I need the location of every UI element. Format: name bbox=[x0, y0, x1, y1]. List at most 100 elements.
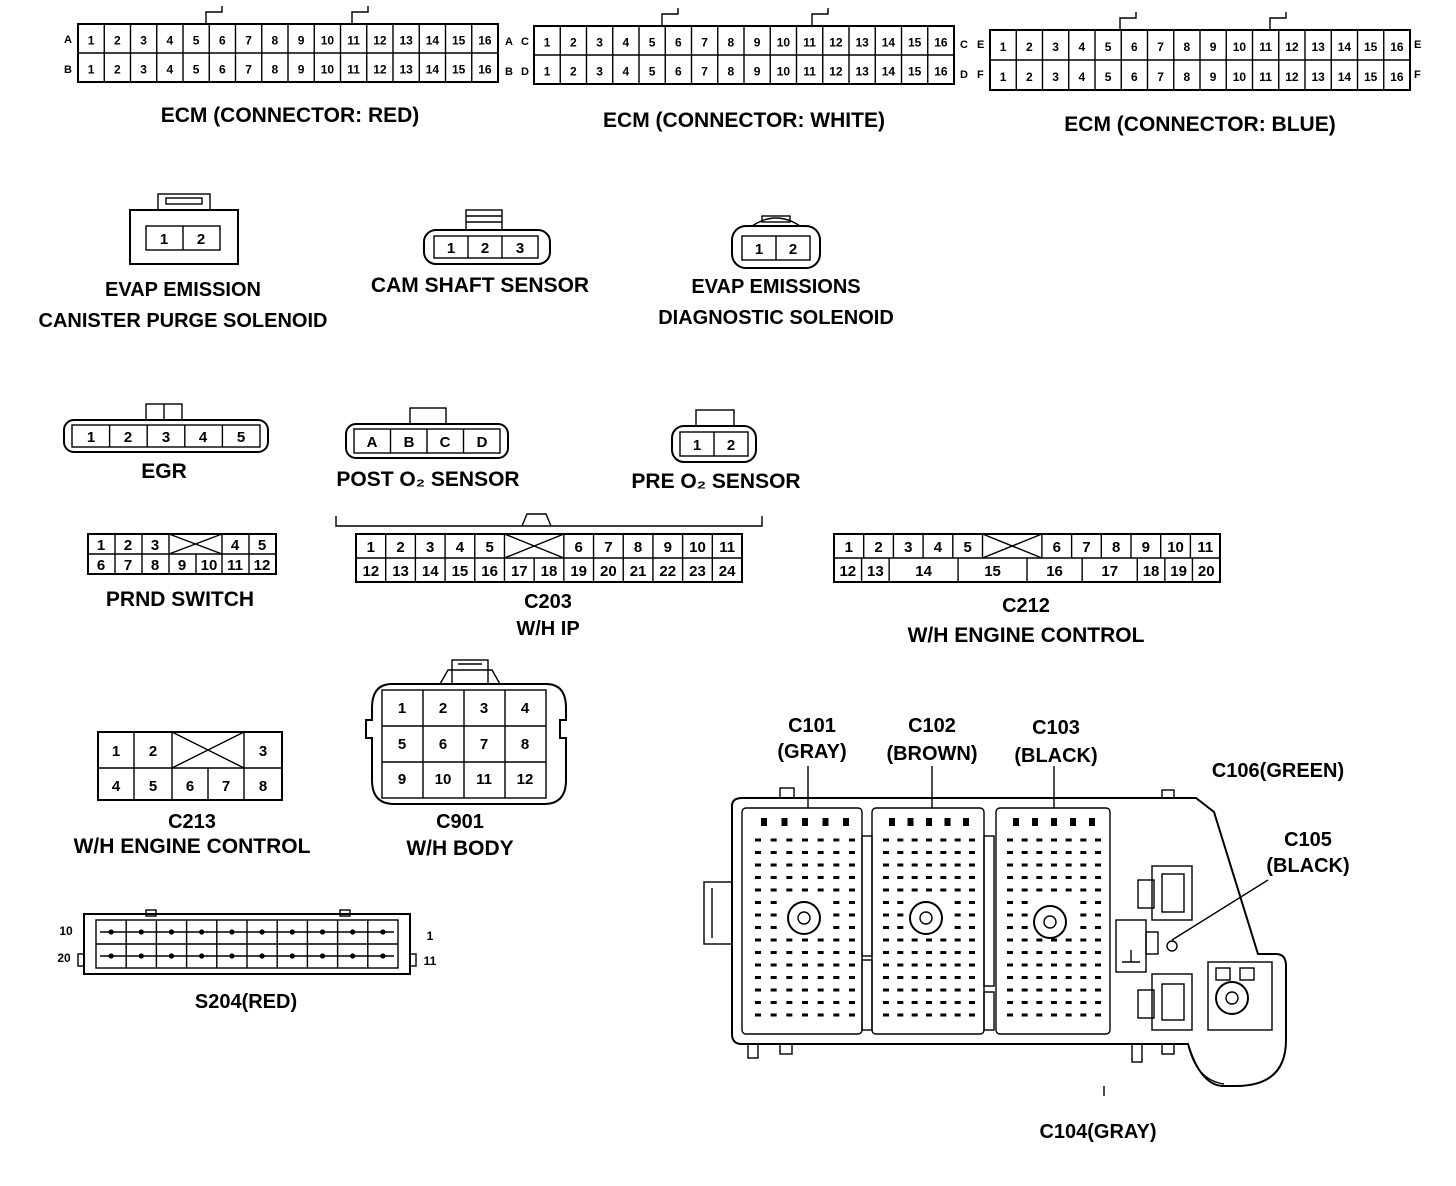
s204-terminal bbox=[259, 953, 265, 959]
c203-pin: 4 bbox=[456, 539, 465, 556]
prnd-pin: 7 bbox=[124, 557, 132, 574]
s204-caption: S204(RED) bbox=[195, 991, 297, 1013]
junction-terminal bbox=[954, 963, 961, 967]
junction-terminal bbox=[883, 901, 889, 904]
junction-terminal bbox=[1036, 988, 1043, 992]
junction-terminal bbox=[897, 888, 904, 892]
junction-terminal bbox=[770, 1013, 777, 1017]
junction-terminal bbox=[802, 818, 808, 826]
junction-terminal bbox=[786, 1013, 793, 1017]
junction-block: C101 (GRAY) C102 (BROWN) C103 (BLACK) C1… bbox=[703, 715, 1350, 1143]
ecm-pin: 14 bbox=[882, 64, 896, 78]
c102-caption-line2: (BROWN) bbox=[886, 743, 977, 765]
junction-terminal bbox=[1080, 901, 1087, 904]
junction-terminal bbox=[1095, 863, 1101, 867]
junction-terminal bbox=[770, 913, 777, 917]
ecm-pin: 2 bbox=[114, 33, 121, 47]
evap-diag-caption-line2: DIAGNOSTIC SOLENOID bbox=[658, 307, 894, 329]
junction-terminal bbox=[770, 976, 777, 979]
junction-terminal bbox=[833, 988, 840, 992]
ecm-pin: 1 bbox=[88, 62, 95, 76]
c901-pin: 8 bbox=[521, 736, 529, 753]
junction-terminal bbox=[770, 963, 777, 967]
junction-terminal bbox=[897, 913, 904, 917]
junction-terminal bbox=[897, 963, 904, 967]
ecm-pin: 11 bbox=[347, 62, 360, 76]
junction-pin-grid bbox=[755, 818, 1101, 1017]
junction-terminal bbox=[940, 976, 947, 979]
junction-terminal bbox=[849, 988, 855, 992]
c213-connector: 1 2 3 4 5 6 7 8 C213 W/H ENGINE CONTROL bbox=[74, 731, 311, 858]
junction-terminal bbox=[1080, 926, 1087, 929]
junction-terminal bbox=[802, 963, 808, 967]
junction-terminal bbox=[963, 818, 969, 826]
ecm-pin: 3 bbox=[140, 62, 147, 76]
junction-terminal bbox=[755, 876, 761, 879]
ecm-pin: 10 bbox=[321, 33, 335, 47]
junction-terminal bbox=[1021, 951, 1028, 954]
junction-terminal bbox=[1036, 963, 1043, 967]
c212-pin: 6 bbox=[1053, 539, 1061, 556]
junction-terminal bbox=[849, 888, 855, 892]
junction-terminal bbox=[897, 851, 904, 854]
junction-terminal bbox=[940, 1013, 947, 1017]
junction-terminal bbox=[969, 1013, 975, 1017]
junction-terminal bbox=[833, 863, 840, 867]
c212-pin: 7 bbox=[1082, 539, 1090, 556]
junction-terminal bbox=[1080, 888, 1087, 892]
junction-terminal bbox=[849, 901, 855, 904]
cam-pin: 3 bbox=[516, 240, 524, 257]
junction-terminal bbox=[770, 888, 777, 892]
junction-terminal bbox=[954, 876, 961, 879]
junction-terminal bbox=[940, 1001, 947, 1004]
junction-terminal bbox=[755, 951, 761, 954]
ecm-pin: 3 bbox=[140, 33, 147, 47]
c203-pin: 17 bbox=[511, 563, 528, 580]
ecm-pin: 7 bbox=[245, 33, 252, 47]
c212-pin: 8 bbox=[1112, 539, 1120, 556]
c212-pin: 12 bbox=[839, 563, 856, 580]
junction-terminal bbox=[969, 851, 975, 854]
s204-grid bbox=[100, 920, 394, 968]
c105-caption-line2: (BLACK) bbox=[1266, 855, 1349, 877]
c212-pin: 9 bbox=[1142, 539, 1150, 556]
junction-terminal bbox=[1007, 926, 1013, 929]
pre-o2-sensor-connector: 1 2 PRE O₂ SENSOR bbox=[631, 409, 801, 493]
ecm-red-row-a-label: A bbox=[64, 34, 72, 46]
ecm-pin: 11 bbox=[1259, 70, 1272, 84]
junction-terminal bbox=[755, 901, 761, 904]
c213-caption-line1: C213 bbox=[168, 811, 216, 833]
post-o2-sensor-connector: A B C D POST O₂ SENSOR bbox=[336, 407, 520, 491]
junction-terminal bbox=[1065, 838, 1072, 842]
junction-terminal bbox=[817, 1013, 824, 1017]
prnd-pin: 8 bbox=[151, 557, 159, 574]
junction-terminal bbox=[1095, 838, 1101, 842]
cam-pin: 1 bbox=[447, 240, 455, 257]
junction-terminal bbox=[786, 888, 793, 892]
junction-terminal bbox=[1095, 976, 1101, 979]
junction-terminal bbox=[770, 951, 777, 954]
c213-caption-line2: W/H ENGINE CONTROL bbox=[74, 835, 311, 858]
evap-purge-connector: 1 2 EVAP EMISSION CANISTER PURGE SOLENOI… bbox=[39, 193, 327, 332]
junction-terminal bbox=[940, 838, 947, 842]
ecm-pin: 13 bbox=[1311, 70, 1325, 84]
junction-terminal bbox=[954, 851, 961, 854]
ecm-pin: 3 bbox=[596, 35, 603, 49]
c104-caption: C104(GRAY) bbox=[1039, 1121, 1156, 1143]
junction-terminal bbox=[1021, 863, 1028, 867]
c212-pin: 10 bbox=[1167, 539, 1184, 556]
junction-terminal bbox=[1051, 976, 1057, 979]
junction-terminal bbox=[926, 863, 932, 867]
c203-pin: 5 bbox=[485, 539, 493, 556]
junction-terminal bbox=[969, 1001, 975, 1004]
junction-terminal bbox=[1095, 901, 1101, 904]
ecm-red-caption: ECM (CONNECTOR: RED) bbox=[161, 104, 420, 127]
c212-pin: 17 bbox=[1101, 563, 1118, 580]
junction-terminal bbox=[849, 1001, 855, 1004]
junction-terminal bbox=[1051, 863, 1057, 867]
junction-terminal bbox=[969, 938, 975, 942]
ecm-pin: 14 bbox=[882, 35, 896, 49]
ecm-pin: 7 bbox=[701, 35, 708, 49]
junction-terminal bbox=[883, 988, 889, 992]
ecm-pin: 13 bbox=[855, 64, 869, 78]
